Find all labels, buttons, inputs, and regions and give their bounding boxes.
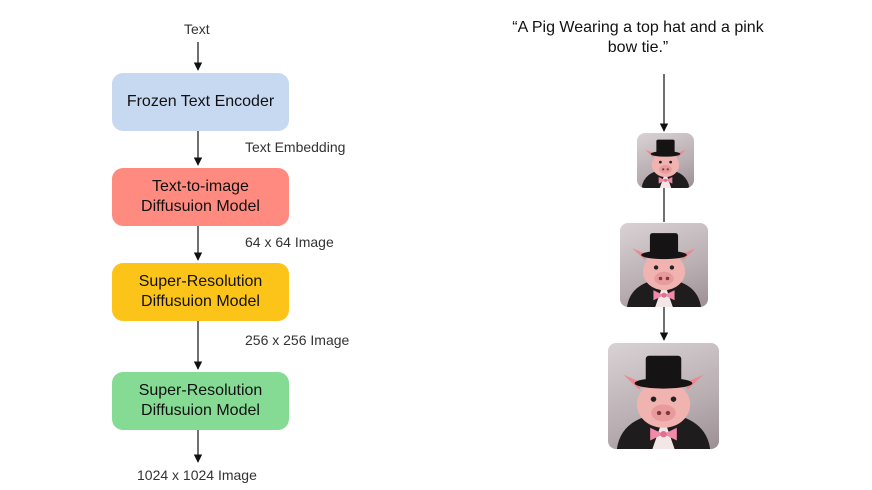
stage-label: Super-Resolution Diffusuion Model: [138, 273, 263, 310]
frozen-text-encoder-box: Frozen Text Encoder: [112, 73, 289, 131]
pig-medium-image: [620, 223, 708, 307]
pig-large-image: [608, 343, 719, 449]
stage-label: Text-to-image Diffusuion Model: [141, 178, 260, 215]
output-label-1024-image: 1024 x 1024 Image: [137, 467, 257, 483]
edge-label-text-embedding: Text Embedding: [245, 139, 346, 155]
text-to-image-diffusion-box: Text-to-image Diffusuion Model: [112, 168, 289, 226]
edge-label-64-image: 64 x 64 Image: [245, 234, 334, 250]
super-resolution-diffusion-box-2: Super-Resolution Diffusuion Model: [112, 372, 289, 430]
stage-label: Super-Resolution Diffusuion Model: [138, 382, 263, 419]
stage-label: Frozen Text Encoder: [126, 93, 275, 110]
input-text-label: Text: [184, 21, 210, 37]
example-prompt-text: “A Pig Wearing a top hat and a pink bow …: [512, 19, 764, 56]
edge-label-256-image: 256 x 256 Image: [245, 332, 350, 348]
pig-small-image: [637, 133, 694, 188]
super-resolution-diffusion-box-1: Super-Resolution Diffusuion Model: [112, 263, 289, 321]
